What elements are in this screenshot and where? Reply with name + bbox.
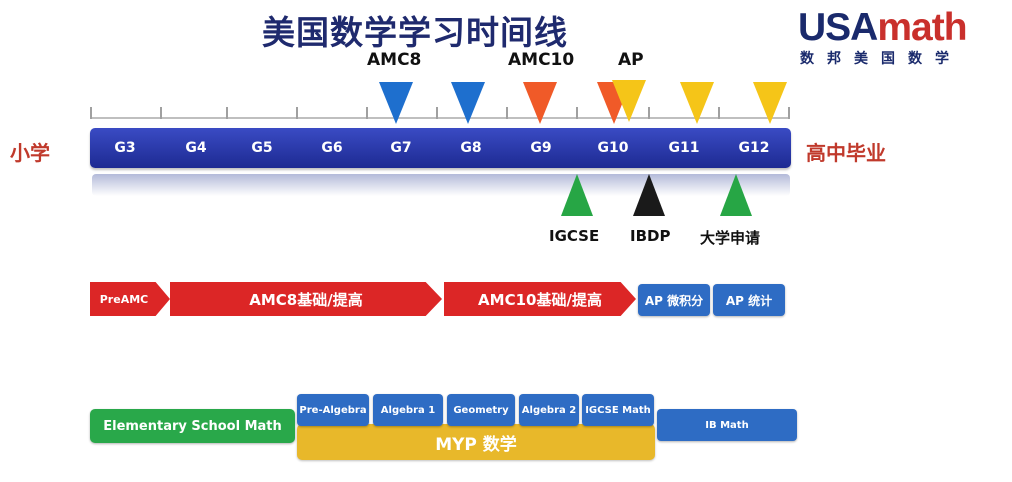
grade-label-g4: G4 <box>185 140 207 156</box>
track-pre-algebra: Pre-Algebra <box>297 394 369 426</box>
college-application-marker <box>720 174 752 216</box>
elementary-label: 小学 <box>10 141 50 165</box>
ruler-tick <box>648 107 650 119</box>
track-algebra-2: Algebra 2 <box>519 394 579 426</box>
ibdp-marker <box>633 174 665 216</box>
track-ap-calculus: AP 微积分 <box>638 284 710 316</box>
igcse-marker <box>561 174 593 216</box>
grade-label-g12: G12 <box>738 140 770 156</box>
grade-label-g11: G11 <box>668 140 700 156</box>
ruler-tick <box>788 107 790 119</box>
amc8-label: AMC8 <box>367 50 422 70</box>
track-igcse-math: IGCSE Math <box>582 394 654 426</box>
grade-label-g8: G8 <box>460 140 482 156</box>
college-application-label: 大学申请 <box>700 229 761 247</box>
amc10-label: AMC10 <box>508 50 575 70</box>
logo-subtitle: 数邦美国数学 <box>800 51 962 67</box>
grade-label-g3: G3 <box>114 140 136 156</box>
amc8-marker-g7 <box>379 82 413 124</box>
track-elementary-school-math: Elementary School Math <box>90 409 295 443</box>
ruler-tick <box>576 107 578 119</box>
page-title: 美国数学学习时间线 <box>262 13 568 52</box>
grade-bar-reflection <box>92 174 790 196</box>
track-myp-math: MYP 数学 <box>297 424 655 460</box>
ruler-tick <box>90 107 92 119</box>
ap-marker-g10 <box>612 80 646 122</box>
ruler-tick <box>506 107 508 119</box>
track-ib-math: IB Math <box>657 409 797 441</box>
track-preamc: PreAMC <box>90 282 170 316</box>
grade-bar <box>90 128 791 168</box>
ap-marker-g11 <box>680 82 714 124</box>
track-geometry: Geometry <box>447 394 515 426</box>
ruler-tick <box>718 107 720 119</box>
amc10-marker-g9 <box>523 82 557 124</box>
track-algebra-1: Algebra 1 <box>373 394 443 426</box>
track-amc10: AMC10基础/提高 <box>444 282 636 316</box>
grade-label-g10: G10 <box>597 140 629 156</box>
track-amc8: AMC8基础/提高 <box>170 282 442 316</box>
amc8-marker-g8 <box>451 82 485 124</box>
grade-label-g7: G7 <box>390 140 412 156</box>
ruler-tick <box>366 107 368 119</box>
grade-label-g9: G9 <box>530 140 552 156</box>
ruler-tick <box>436 107 438 119</box>
usamath-logo: USAmath 数邦美国数学 <box>796 6 1006 67</box>
ruler-tick <box>226 107 228 119</box>
logo-wordmark: USAmath <box>798 6 968 49</box>
ap-marker-g12 <box>753 82 787 124</box>
grade-label-g5: G5 <box>251 140 273 156</box>
track-ap-statistics: AP 统计 <box>713 284 785 316</box>
ibdp-label: IBDP <box>630 227 671 245</box>
timeline-ruler <box>90 117 790 119</box>
graduation-label: 高中毕业 <box>806 141 886 165</box>
igcse-label: IGCSE <box>549 227 600 245</box>
ap-label: AP <box>618 50 644 70</box>
ruler-tick <box>160 107 162 119</box>
grade-label-g6: G6 <box>321 140 343 156</box>
ruler-tick <box>296 107 298 119</box>
